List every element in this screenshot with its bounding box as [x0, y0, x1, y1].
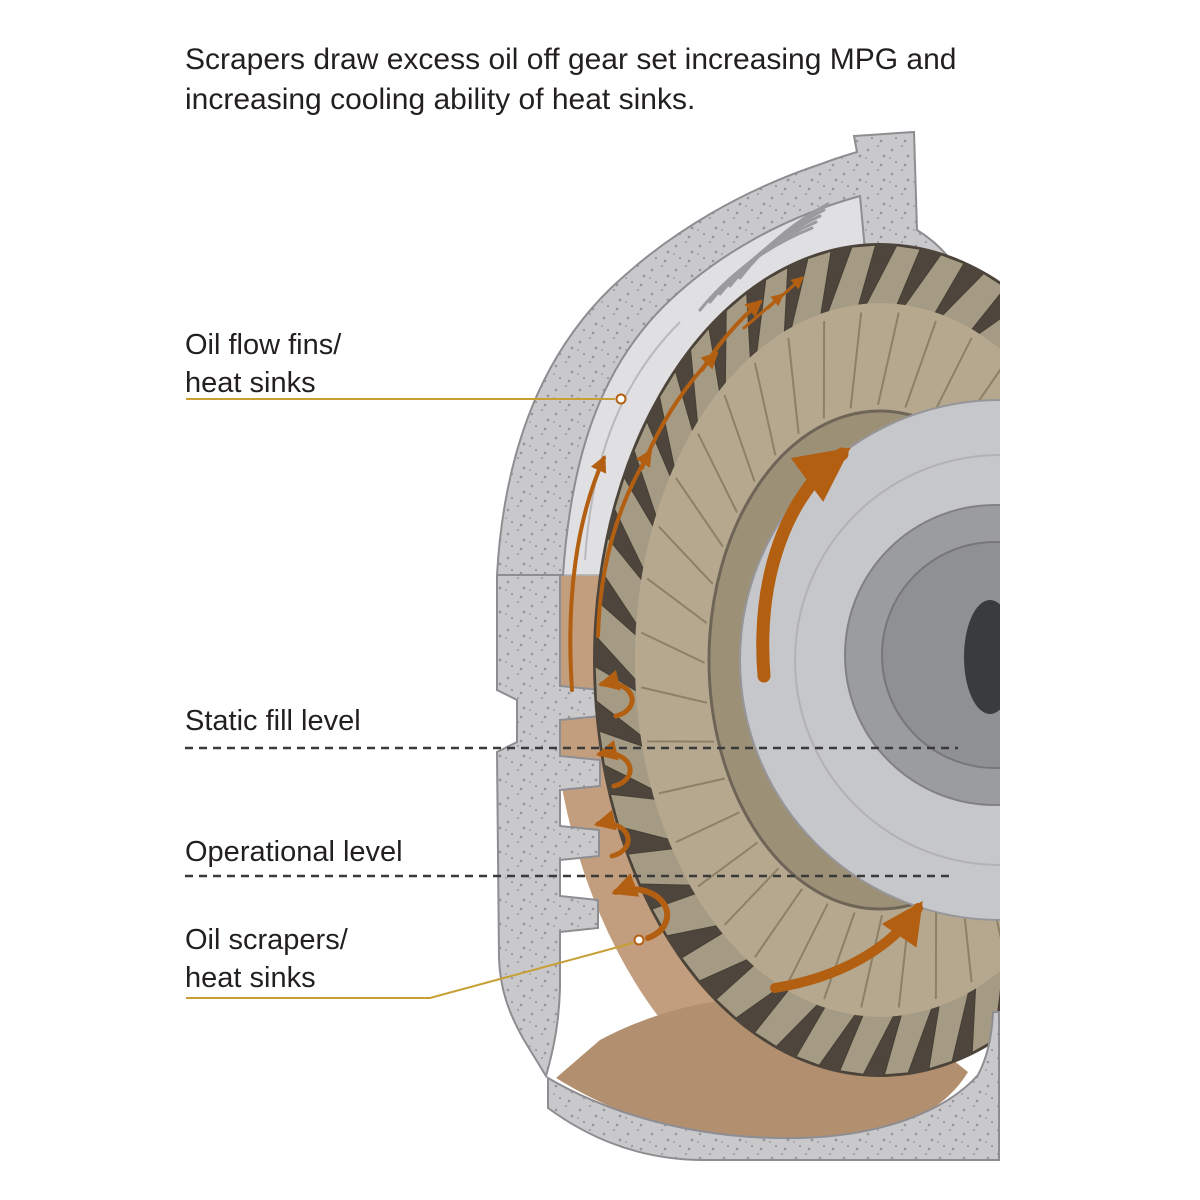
- housing-wall-and-scraper-fins: [495, 574, 602, 1079]
- gear-rotation-arrow-icon: [756, 447, 851, 683]
- scraper-swirl-icon: [611, 873, 671, 941]
- label-oil-flow-fins: Oil flow fins/ heat sinks: [185, 329, 342, 400]
- bottom-flow-arrow-icon: [770, 901, 923, 993]
- scraper-swirl-icon: [595, 739, 633, 789]
- caption-text: Scrapers draw excess oil off gear set in…: [185, 43, 957, 116]
- differential-case: [739, 399, 1000, 921]
- oil-flow-arrows: [568, 276, 923, 993]
- label-oil-scrapers: Oil scrapers/ heat sinks: [185, 924, 348, 995]
- scraper-swirl-icon: [597, 669, 635, 719]
- scraper-swirl-icon: [593, 809, 631, 859]
- label-operational-level: Operational level: [185, 836, 403, 868]
- scrapers-leader-line: [186, 934, 645, 999]
- label-static-fill-level: Static fill level: [185, 705, 361, 737]
- fins-leader-line: [186, 393, 627, 405]
- axle-bore: [964, 600, 1000, 714]
- housing: [495, 130, 987, 1079]
- oil-flow-fins: [698, 202, 830, 312]
- housing-bottom-flange: [547, 1011, 1000, 1161]
